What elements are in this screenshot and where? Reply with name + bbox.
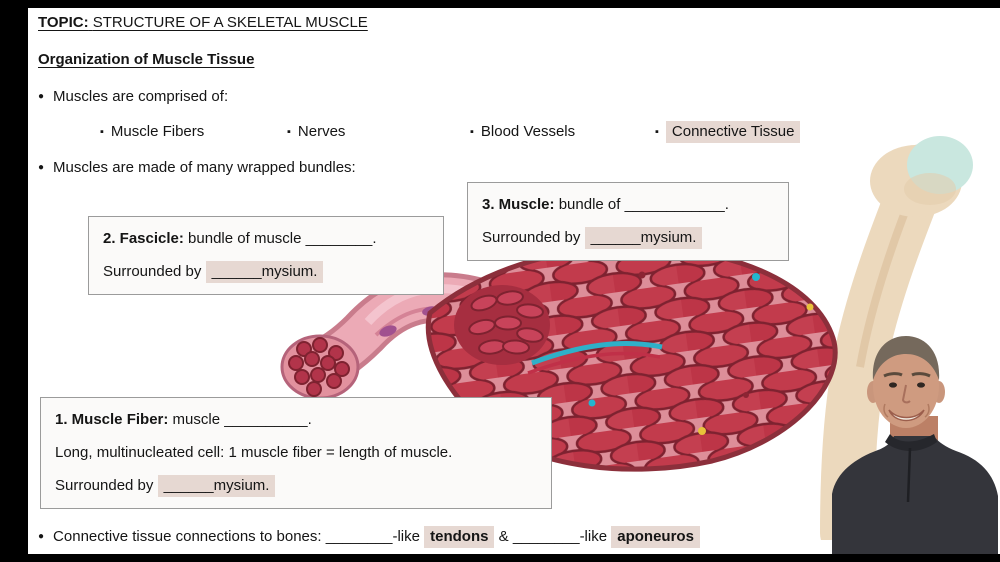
component-muscle-fibers: ▪ Muscle Fibers [100,123,204,140]
note-box-fascicle: 2. Fascicle: bundle of muscle ________. … [88,216,444,295]
fascicle-definition-line: 2. Fascicle: bundle of muscle ________. [103,229,429,249]
muscle-surrounded-line: Surrounded by ______mysium. [482,227,774,249]
component-connective-tissue: ▪ Connective Tissue [655,121,801,143]
note-box-muscle: 3. Muscle: bundle of ____________. Surro… [467,182,789,261]
component-nerves: ▪ Nerves [287,123,345,140]
page-subtitle: Organization of Muscle Tissue [38,51,254,68]
bullet-comprised: ● Muscles are comprised of: [38,88,228,105]
fiber-bundle-graphic [454,285,550,365]
square-bullet-icon: ▪ [655,126,659,138]
fiber-definition-line: 1. Muscle Fiber: muscle __________. [55,410,537,430]
surrounded-by-text: Surrounded by [103,263,206,280]
square-bullet-icon: ▪ [287,126,291,138]
bullet-bundles: ● Muscles are made of many wrapped bundle… [38,159,356,176]
component-blood-vessels: ▪ Blood Vessels [470,123,575,140]
bullet-icon: ● [38,531,45,542]
component-label-highlighted: Connective Tissue [665,121,801,143]
blood-vessel-graphic [527,271,814,435]
muscle-definition-line: 3. Muscle: bundle of ____________. [482,195,774,215]
component-label: Nerves [297,123,346,140]
square-bullet-icon: ▪ [100,126,104,138]
muscle-fiber-term: 1. Muscle Fiber: [55,411,169,428]
tendons-term: tendons [424,526,495,548]
component-label: Blood Vessels [480,123,576,140]
note-box-muscle-fiber: 1. Muscle Fiber: muscle __________. Long… [40,397,552,509]
instructor-video-overlay [832,336,998,554]
footer-blank-2: ________-like [512,528,612,545]
bone-graphic [820,136,973,540]
fiber-definition: muscle __________. [168,411,312,428]
muscle-definition: bundle of ____________. [554,196,729,213]
bullet-icon: ● [38,162,45,173]
fiber-description-line: Long, multinucleated cell: 1 muscle fibe… [55,443,537,463]
perimysium-blank: ______mysium. [205,261,324,283]
aponeuroses-term: aponeuros [611,526,700,548]
bundles-text: Muscles are made of many wrapped bundles… [53,159,356,176]
letterbox-bottom [0,554,1000,562]
endomysium-blank: ______mysium. [157,475,276,497]
subtitle-text: Organization of Muscle Tissue [38,51,255,68]
muscle-term: 3. Muscle: [482,196,555,213]
footer-conjunction: & [494,528,513,545]
instructor-figure [832,336,998,554]
topic-title: STRUCTURE OF A SKELETAL MUSCLE [92,14,368,31]
comprised-text: Muscles are comprised of: [53,88,229,105]
fascicle-surrounded-line: Surrounded by ______mysium. [103,261,429,283]
bullet-icon: ● [38,91,45,102]
topic-label: TOPIC: [38,14,89,31]
surrounded-by-text: Surrounded by [55,477,158,494]
letterbox-top [0,0,1000,8]
letterbox-left [0,0,28,562]
footer-connective-line: ● Connective tissue connections to bones:… [38,526,700,548]
component-label: Muscle Fibers [110,123,205,140]
footer-blank-1: ________-like [325,528,425,545]
fiber-surrounded-line: Surrounded by ______mysium. [55,475,537,497]
footer-prefix: Connective tissue connections to bones: [53,528,326,545]
surrounded-by-text: Surrounded by [482,229,585,246]
fiber-description: Long, multinucleated cell: 1 muscle fibe… [55,444,453,461]
fascicle-definition: bundle of muscle ________. [183,230,377,247]
topic-heading: TOPIC: STRUCTURE OF A SKELETAL MUSCLE [38,14,368,31]
square-bullet-icon: ▪ [470,126,474,138]
fascicle-cut-face-graphic [280,334,360,400]
epimysium-blank: ______mysium. [584,227,703,249]
fascicle-term: 2. Fascicle: [103,230,184,247]
